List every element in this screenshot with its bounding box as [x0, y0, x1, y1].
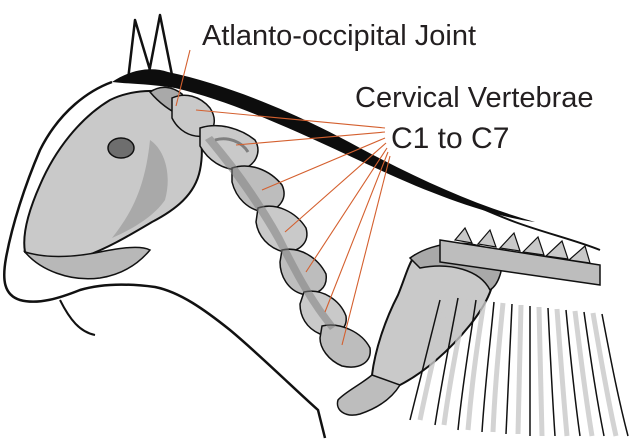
humerus-bone — [337, 375, 400, 415]
leader-line-c3 — [262, 138, 385, 190]
cervical-vertebrae-label: Cervical Vertebrae — [355, 84, 594, 113]
atlanto-occipital-joint-label: Atlanto-occipital Joint — [202, 22, 476, 51]
eye-orbit — [108, 138, 134, 158]
leader-line-c4 — [285, 143, 386, 232]
c1-to-c7-label: C1 to C7 — [391, 124, 509, 154]
ear-front — [148, 15, 172, 78]
throat-line — [60, 300, 95, 335]
